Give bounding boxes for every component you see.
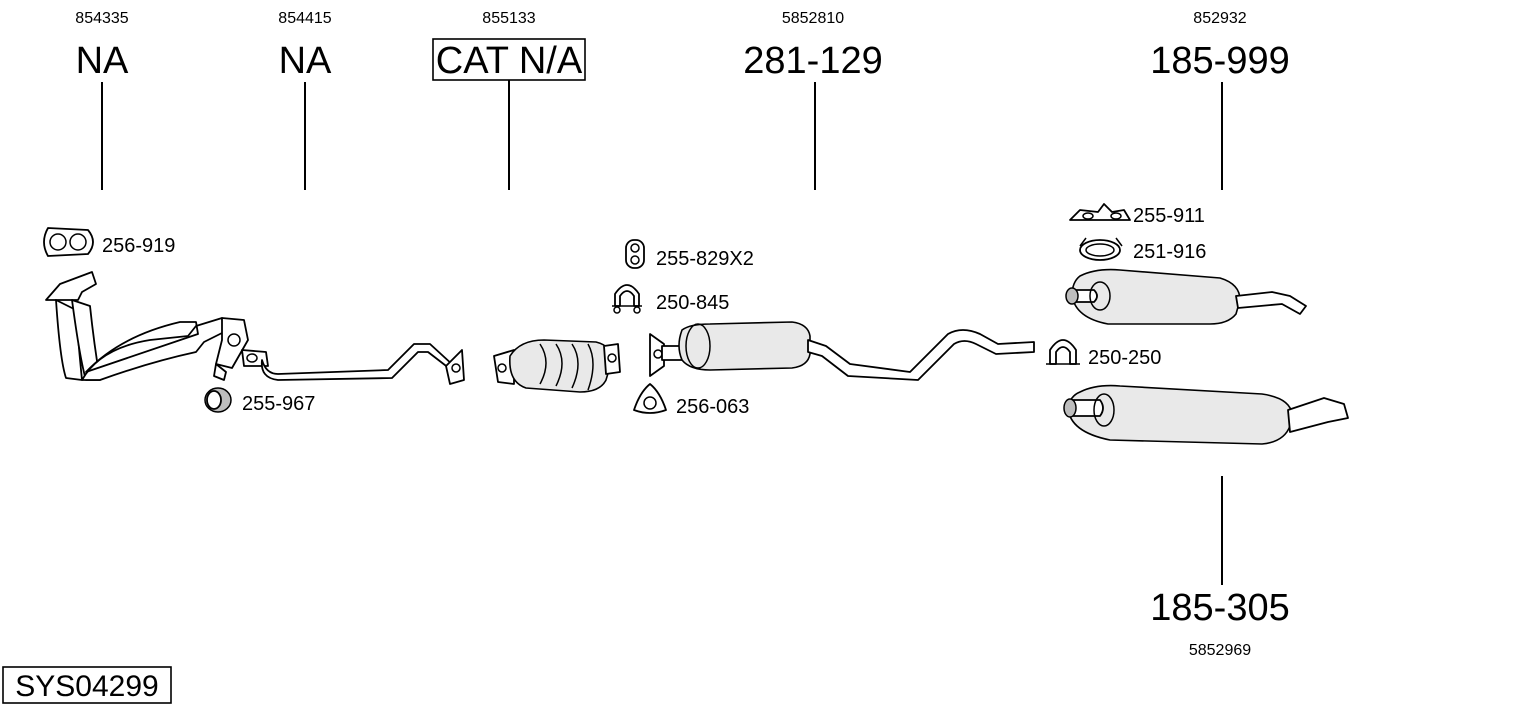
- u-clamp-icon: [612, 284, 642, 314]
- middle-silencer-drawing: [649, 321, 1035, 381]
- ring-clamp-icon: [1079, 237, 1123, 261]
- oem-number-855133: 855133: [482, 10, 535, 27]
- rear-silencer-a-drawing: [1065, 268, 1307, 325]
- fitting-label-250-250[interactable]: 250-250: [1088, 347, 1161, 369]
- catalytic-converter-drawing: [493, 339, 621, 393]
- part-code-front-pipe[interactable]: NA: [76, 40, 129, 82]
- oem-number-852932: 852932: [1193, 10, 1246, 27]
- pipe-clamp-icon: [1046, 339, 1080, 365]
- part-code-catalytic-converter[interactable]: CAT N/A: [436, 40, 583, 82]
- oem-number-854415: 854415: [278, 10, 331, 27]
- part-code-intermediate-pipe[interactable]: NA: [279, 40, 332, 82]
- fitting-label-256-063[interactable]: 256-063: [676, 396, 749, 418]
- system-code-box: [2, 666, 172, 704]
- oem-number-854335: 854335: [75, 10, 128, 27]
- part-code-middle-silencer[interactable]: 281-129: [743, 40, 882, 82]
- part-code-rear-silencer-a[interactable]: 185-999: [1150, 40, 1289, 82]
- part-code-rear-silencer-b[interactable]: 185-305: [1150, 587, 1289, 629]
- rubber-ring-icon: [625, 239, 645, 269]
- front-pipe-drawing: [45, 271, 249, 381]
- flange-gasket-icon: [43, 227, 94, 257]
- fitting-label-255-911[interactable]: 255-911: [1133, 205, 1205, 227]
- fitting-label-255-829x2[interactable]: 255-829X2: [656, 248, 754, 270]
- triangle-gasket-icon: [633, 383, 667, 414]
- fitting-label-255-967[interactable]: 255-967: [242, 393, 315, 415]
- rubber-mount-icon: [204, 387, 232, 413]
- fitting-label-250-845[interactable]: 250-845: [656, 292, 729, 314]
- fitting-label-251-916[interactable]: 251-916: [1133, 241, 1206, 263]
- oem-number-5852810: 5852810: [782, 10, 844, 27]
- intermediate-pipe-drawing: [241, 343, 465, 385]
- hanger-bracket-icon: [1069, 203, 1131, 221]
- system-code: SYS04299: [15, 670, 158, 703]
- oem-number-5852969: 5852969: [1189, 642, 1251, 659]
- rear-silencer-b-drawing: [1063, 384, 1349, 445]
- fitting-label-256-919[interactable]: 256-919: [102, 235, 175, 257]
